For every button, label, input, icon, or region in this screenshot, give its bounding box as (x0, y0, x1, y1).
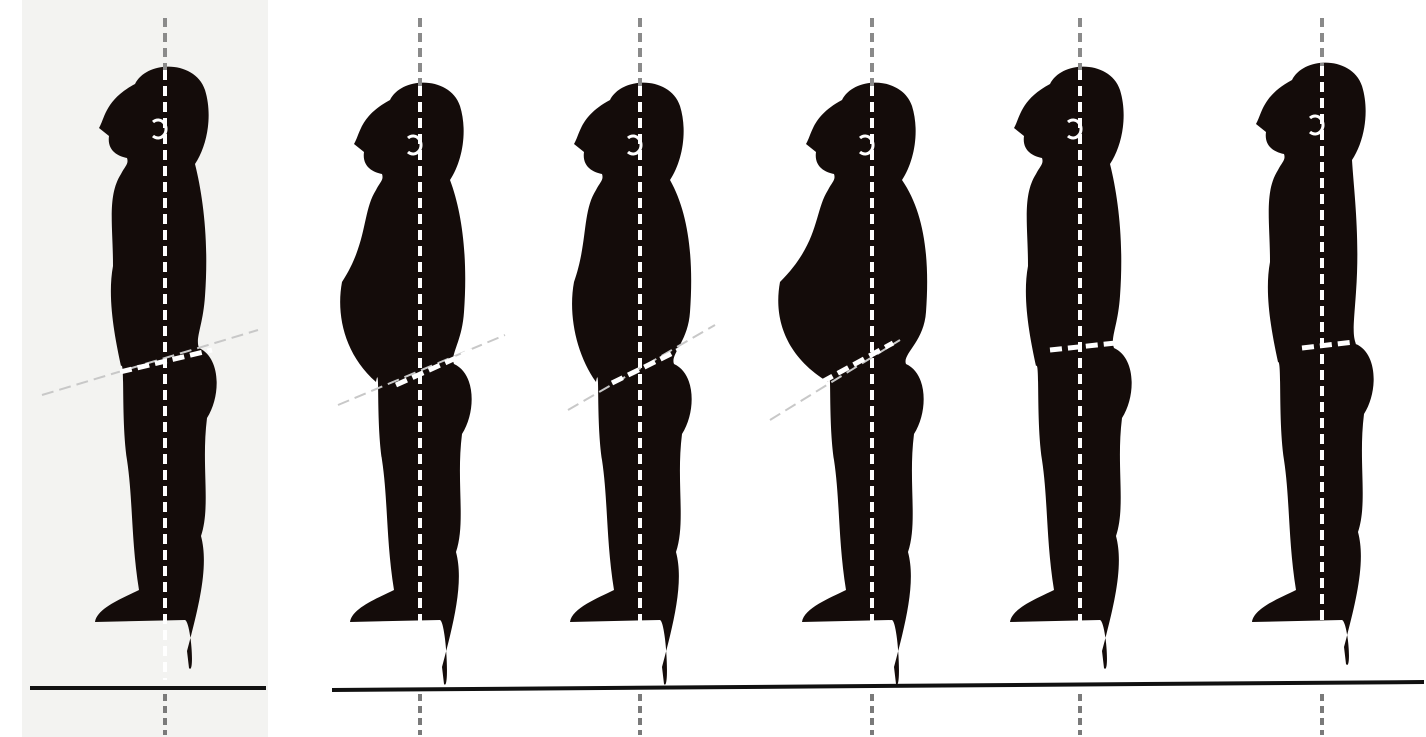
posture-figure-2 (338, 18, 505, 735)
body-silhouette (1010, 67, 1132, 669)
posture-figure-3 (568, 18, 715, 735)
body-silhouette (778, 83, 927, 685)
body-silhouette (570, 83, 692, 685)
body-silhouette (1252, 63, 1374, 665)
posture-figure-5 (1010, 18, 1132, 735)
body-silhouette (340, 83, 472, 685)
posture-figure-4 (770, 18, 927, 735)
ground-line-icon (332, 682, 1424, 690)
posture-figure-6 (1252, 18, 1388, 735)
